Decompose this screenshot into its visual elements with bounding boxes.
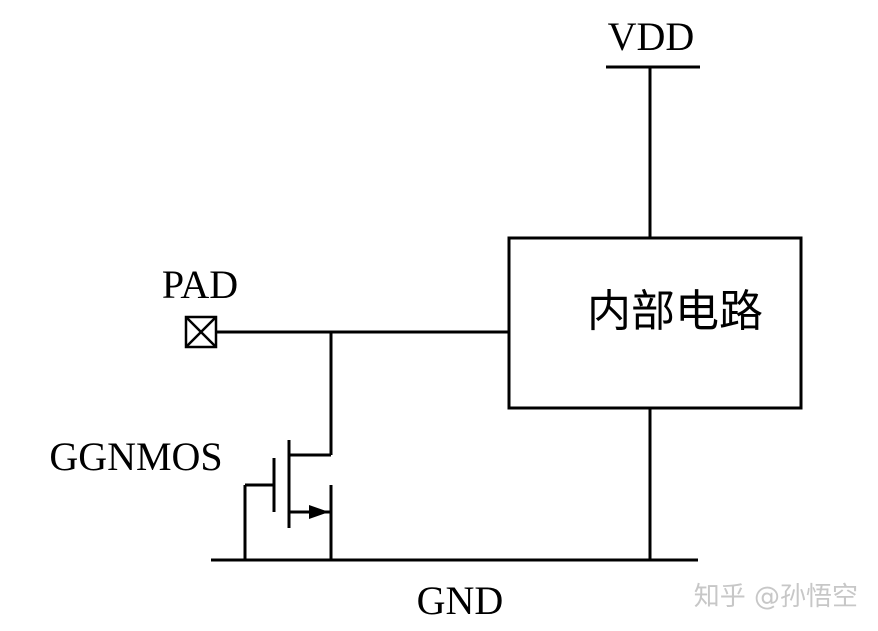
internal-circuit-label: 内部电路 xyxy=(587,287,763,336)
pad-label: PAD xyxy=(162,262,238,307)
vdd-label: VDD xyxy=(608,14,695,59)
internal-circuit-block xyxy=(507,236,803,410)
watermark: 知乎 @孙悟空 xyxy=(694,582,858,612)
ggnmos-transistor xyxy=(243,440,333,560)
pad-terminal xyxy=(184,315,218,349)
nmos-arrow-icon xyxy=(309,505,329,519)
vdd-rail xyxy=(606,65,700,238)
ggnmos-label: GGNMOS xyxy=(49,434,222,479)
gnd-label: GND xyxy=(417,578,504,623)
